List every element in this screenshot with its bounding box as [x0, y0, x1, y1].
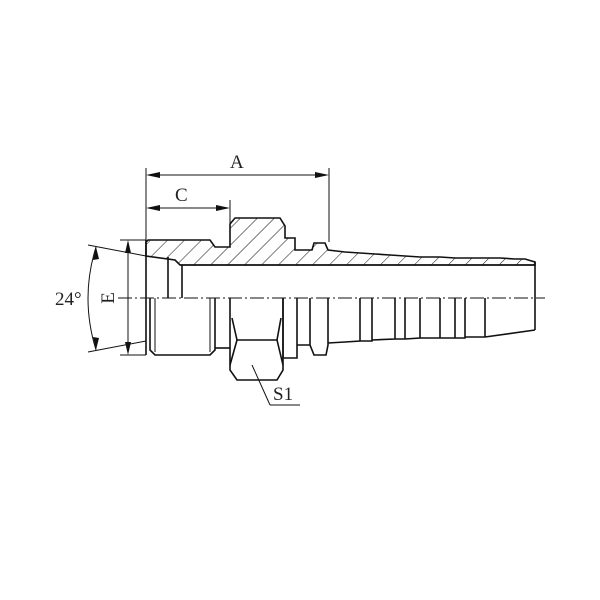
dimension-e: E	[98, 239, 146, 356]
dimension-c-label: C	[175, 185, 188, 206]
dimension-c: C	[146, 185, 231, 245]
hex-nut: S1	[229, 298, 300, 406]
dimension-a-label: A	[230, 152, 244, 173]
upper-section-hatched	[145, 217, 536, 266]
s1-label: S1	[273, 384, 293, 405]
dimension-a: A	[145, 152, 330, 245]
angle-24: 24°	[55, 244, 147, 353]
dimension-e-label: E	[98, 292, 119, 304]
angle-label: 24°	[55, 289, 82, 310]
